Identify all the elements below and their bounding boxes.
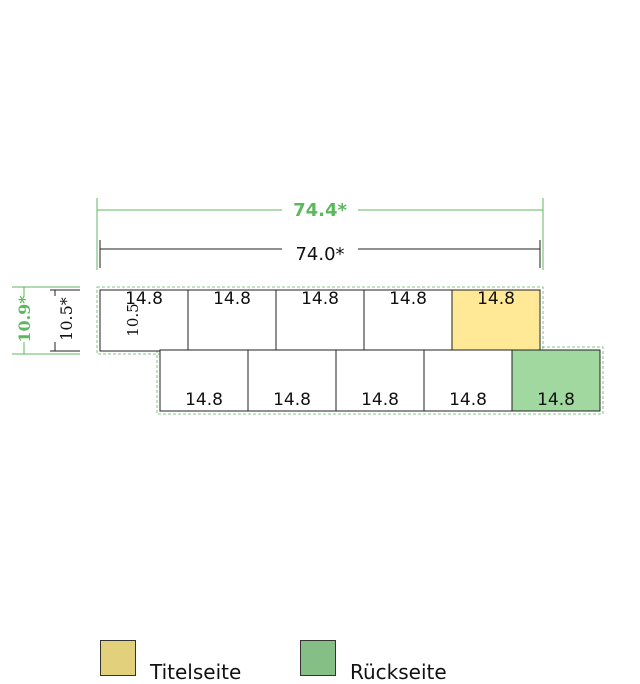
bottom-row-panel-2-label: 14.8 — [273, 390, 311, 410]
top-panel-row: 14.8 14.8 14.8 14.8 14.8 — [99, 289, 541, 352]
bottom-row-panel-5-label: 14.8 — [537, 390, 575, 410]
inner-width-label: 74.0* — [295, 244, 344, 265]
panel-height-label: 10.5 — [124, 303, 142, 336]
top-row-panel-3 — [275, 289, 365, 352]
legend-title-label: Titelseite — [150, 660, 242, 684]
bottom-row-panel-4-label: 14.8 — [449, 390, 487, 410]
bottom-row-panel-2 — [247, 349, 337, 412]
bottom-row-panel-3-label: 14.8 — [361, 390, 399, 410]
bottom-row-panel-1 — [159, 349, 249, 412]
top-row-panel-4-label: 14.8 — [389, 289, 427, 309]
top-row-panel-3-label: 14.8 — [301, 289, 339, 309]
inner-height-label: 10.5* — [57, 297, 76, 341]
top-row-panel-4 — [363, 289, 453, 352]
bottom-row-panel-5 — [511, 349, 601, 412]
bottom-row-panel-4 — [423, 349, 513, 412]
bottom-row-panel-3 — [335, 349, 425, 412]
inner-height-dimension: 10.5* — [50, 289, 80, 352]
legend-back-page: Rückseite — [300, 640, 447, 682]
legend-back-label: Rückseite — [350, 660, 447, 684]
outer-height-dimension: 10.9* — [12, 286, 80, 355]
legend-title-swatch — [100, 640, 136, 676]
top-row-panel-2 — [187, 289, 277, 352]
top-row-panel-1-label: 14.8 — [125, 289, 163, 309]
top-row-panel-5-label: 14.8 — [477, 289, 515, 309]
legend-back-swatch — [300, 640, 336, 676]
outer-width-label: 74.4* — [293, 200, 347, 221]
top-row-panel-5 — [451, 289, 541, 352]
outer-height-label: 10.9* — [15, 295, 34, 343]
top-row-panel-1 — [99, 289, 189, 352]
bottom-row-panel-1-label: 14.8 — [185, 390, 223, 410]
inner-width-dimension: 74.0* — [99, 240, 541, 268]
outer-width-dimension: 74.4* — [96, 198, 544, 270]
bottom-panel-row: 14.8 14.8 14.8 14.8 14.8 — [159, 349, 601, 412]
legend-title-page: Titelseite — [100, 640, 241, 682]
top-row-panel-2-label: 14.8 — [213, 289, 251, 309]
